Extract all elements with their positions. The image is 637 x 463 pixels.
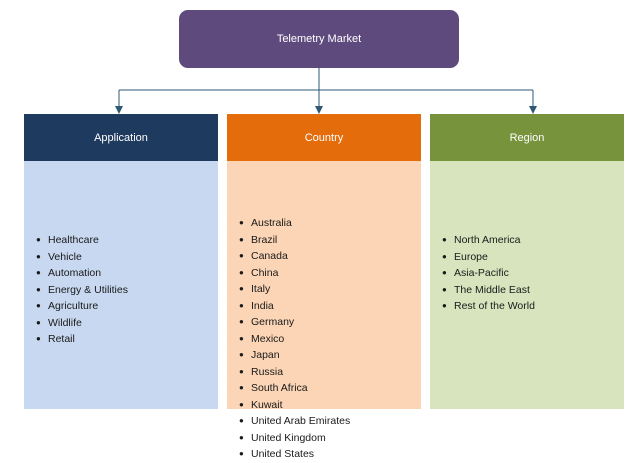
- bullet-icon: ●: [239, 383, 244, 392]
- bullet-icon: ●: [442, 301, 447, 310]
- list-item-label: Automation: [48, 267, 102, 279]
- list-item-label: Asia-Pacific: [454, 267, 509, 279]
- list-item: ● United Kingdom: [227, 430, 421, 447]
- country-list: ● Australia ● Brazil ● Canada ● China ● Italy ● Ind…: [227, 215, 421, 463]
- list-item: ● South Africa: [227, 380, 421, 397]
- list-item: ● Canada: [227, 248, 421, 265]
- list-item: ● Germany: [227, 314, 421, 331]
- bullet-icon: ●: [36, 268, 41, 277]
- list-item: ● Kuwait: [227, 397, 421, 414]
- region-column: Region ● North America ● Europe ● Asia-Pacifi…: [430, 114, 624, 409]
- list-item-label: South Africa: [251, 382, 308, 394]
- list-item: ● The Middle East: [430, 282, 624, 299]
- root-node: Telemetry Market: [179, 10, 459, 68]
- bullet-icon: ●: [36, 235, 41, 244]
- list-item-label: Energy & Utilities: [48, 283, 128, 296]
- bullet-icon: ●: [36, 251, 41, 261]
- country-column: Country ● Australia ● Brazil ● Canada ● China ● I…: [227, 114, 421, 460]
- bullet-icon: ●: [239, 300, 244, 310]
- country-header: Country: [227, 114, 421, 161]
- list-item-label: Australia: [251, 217, 292, 229]
- list-item: ● Energy & Utilities: [24, 282, 218, 299]
- region-list: ● North America ● Europe ● Asia-Pacific ● The M…: [430, 232, 624, 315]
- bullet-icon: ●: [36, 334, 41, 343]
- list-item-label: Canada: [251, 250, 288, 262]
- bullet-icon: ●: [239, 333, 244, 343]
- bullet-icon: ●: [239, 317, 244, 326]
- list-item-label: Kuwait: [251, 398, 283, 411]
- list-item: ● China: [227, 265, 421, 282]
- bullet-icon: ●: [239, 267, 244, 277]
- list-item: ● North America: [430, 232, 624, 249]
- list-item: ● United States: [227, 446, 421, 463]
- bullet-icon: ●: [239, 416, 244, 425]
- bullet-icon: ●: [239, 350, 244, 359]
- bullet-icon: ●: [239, 449, 244, 458]
- list-item-label: Agriculture: [48, 300, 99, 312]
- list-item: ● Healthcare: [24, 232, 218, 249]
- list-item-label: Mexico: [251, 332, 285, 345]
- list-item: ● Brazil: [227, 232, 421, 249]
- bullet-icon: ●: [239, 218, 244, 227]
- list-item-label: United Kingdom: [251, 431, 326, 444]
- list-item: ● Retail: [24, 331, 218, 348]
- list-item-label: Retail: [48, 333, 75, 345]
- list-item: ● Italy: [227, 281, 421, 298]
- list-item: ● Asia-Pacific: [430, 265, 624, 282]
- list-item: ● Automation: [24, 265, 218, 282]
- bullet-icon: ●: [239, 366, 244, 376]
- root-label: Telemetry Market: [276, 33, 362, 45]
- list-item: ● Japan: [227, 347, 421, 364]
- list-item-label: Germany: [251, 316, 295, 328]
- application-body: ● Healthcare ● Vehicle ● Automation ● Energy & …: [24, 161, 218, 409]
- list-item-label: Japan: [251, 349, 280, 361]
- region-body: ● North America ● Europe ● Asia-Pacific ● The M…: [430, 161, 624, 409]
- list-item: ● Australia: [227, 215, 421, 232]
- bullet-icon: ●: [442, 268, 447, 277]
- list-item: ● Europe: [430, 249, 624, 266]
- list-item-label: North America: [454, 234, 521, 246]
- list-item-label: United Arab Emirates: [251, 415, 351, 427]
- application-title: Application: [94, 131, 148, 144]
- list-item: ● Wildlife: [24, 315, 218, 332]
- bullet-icon: ●: [239, 251, 244, 260]
- region-header: Region: [430, 114, 624, 161]
- list-item-label: China: [251, 266, 279, 279]
- list-item-label: The Middle East: [454, 283, 530, 296]
- list-item-label: Wildlife: [48, 316, 82, 329]
- application-header: Application: [24, 114, 218, 161]
- list-item: ● Rest of the World: [430, 298, 624, 315]
- list-item-label: Vehicle: [48, 250, 82, 263]
- list-item-label: Brazil: [251, 233, 278, 246]
- bullet-icon: ●: [36, 284, 41, 294]
- list-item-label: United States: [251, 448, 315, 460]
- list-item: ● Vehicle: [24, 249, 218, 266]
- bullet-icon: ●: [36, 317, 41, 327]
- bullet-icon: ●: [239, 284, 244, 293]
- list-item: ● United Arab Emirates: [227, 413, 421, 430]
- list-item-label: Healthcare: [48, 234, 99, 246]
- bullet-icon: ●: [239, 399, 244, 409]
- list-item: ● India: [227, 298, 421, 315]
- region-title: Region: [509, 131, 545, 144]
- list-item: ● Agriculture: [24, 298, 218, 315]
- list-item-label: Russia: [251, 365, 284, 378]
- bullet-icon: ●: [442, 251, 447, 261]
- bullet-icon: ●: [442, 235, 447, 244]
- list-item-label: Rest of the World: [454, 300, 535, 312]
- bullet-icon: ●: [36, 301, 41, 310]
- application-list: ● Healthcare ● Vehicle ● Automation ● Energy & …: [24, 232, 218, 348]
- list-item-label: Europe: [454, 250, 488, 263]
- bullet-icon: ●: [442, 284, 447, 294]
- list-item-label: Italy: [251, 283, 271, 295]
- list-item: ● Russia: [227, 364, 421, 381]
- list-item-label: India: [251, 299, 274, 312]
- application-column: Application ● Healthcare ● Vehicle ● Automati…: [24, 114, 218, 409]
- country-title: Country: [304, 131, 344, 144]
- list-item: ● Mexico: [227, 331, 421, 348]
- bullet-icon: ●: [239, 234, 244, 244]
- country-body: ● Australia ● Brazil ● Canada ● China ● Italy ● Ind…: [227, 161, 421, 460]
- bullet-icon: ●: [239, 432, 244, 442]
